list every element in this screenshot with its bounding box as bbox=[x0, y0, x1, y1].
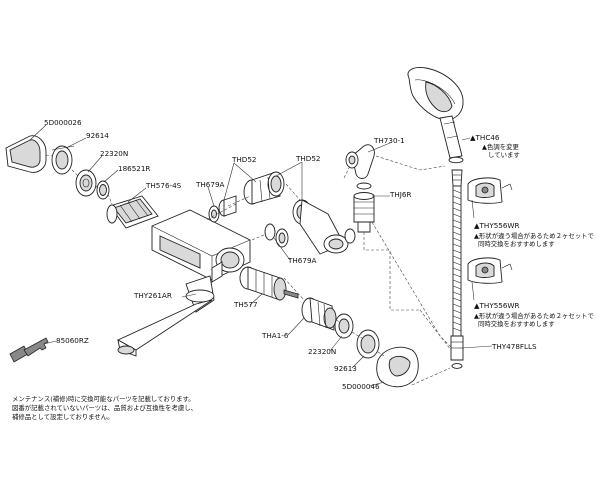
footer-note: メンテナンス(補修)時に交換可能なパーツを記載しております。 図番が記載されてい… bbox=[12, 394, 197, 421]
label-85060rz: 85060RZ bbox=[56, 336, 89, 345]
shower-head bbox=[407, 67, 464, 159]
key-85060rz bbox=[9, 337, 49, 363]
note-thc46-line2: しています bbox=[488, 151, 520, 159]
ring-92614 bbox=[51, 145, 75, 175]
washer-elbow bbox=[356, 182, 372, 190]
check-valve-thd52-left bbox=[218, 195, 237, 217]
nut-22320n-upper bbox=[75, 169, 97, 197]
cap-5d000026 bbox=[5, 135, 47, 173]
label-thy556wr-lower: ▲THY556WR bbox=[474, 301, 520, 310]
note-wr2-line2: 同時交換をおすすめします bbox=[478, 319, 555, 328]
mixing-valve-body bbox=[151, 209, 251, 283]
eccentric-leg-right bbox=[292, 199, 356, 255]
label-th576-4s: TH576-4S bbox=[145, 181, 182, 190]
hose-hanger-upper bbox=[467, 177, 513, 204]
label-5d000046: 5D000046 bbox=[342, 382, 380, 391]
spout-thy261ar bbox=[117, 275, 215, 357]
note-thc46-line1: ▲色調を変更 bbox=[482, 142, 519, 151]
label-thc46: ▲THC46 bbox=[470, 133, 500, 142]
washer-th679a-right bbox=[264, 223, 289, 248]
label-92614: 92614 bbox=[86, 131, 109, 140]
label-th577: TH577 bbox=[233, 300, 258, 309]
label-th679a-right: TH679A bbox=[287, 256, 317, 265]
shower-head-washer bbox=[448, 156, 464, 164]
washer-186521r bbox=[96, 180, 110, 200]
cartridge-th577 bbox=[239, 266, 299, 301]
ring-92613 bbox=[356, 329, 380, 359]
hose-hanger-lower bbox=[467, 257, 513, 284]
shower-hose bbox=[450, 169, 464, 369]
note-wr1-line1: ▲形状が違う場合があるため２ヶセットで bbox=[474, 231, 594, 240]
footer-note-line2: 図番が記載されていないパーツは、品質および互換性を考慮し、 bbox=[12, 403, 197, 412]
label-22320n-lower: 22320N bbox=[308, 347, 336, 356]
label-thd52-left: THD52 bbox=[231, 155, 256, 164]
label-22320n-upper: 22320N bbox=[100, 149, 128, 158]
footer-note-line3: 補修品として設定しておりません。 bbox=[12, 412, 113, 421]
label-tha1-6: THA1-6 bbox=[261, 331, 289, 340]
connector-thj6r bbox=[353, 192, 375, 233]
label-186521r: 186521R bbox=[118, 164, 150, 173]
label-thy261ar: THY261AR bbox=[133, 291, 172, 300]
label-th730-1: TH730-1 bbox=[373, 136, 405, 145]
union-fitting-left bbox=[243, 171, 285, 205]
nut-22320n-lower bbox=[334, 313, 354, 339]
footer-note-line1: メンテナンス(補修)時に交換可能なパーツを記載しております。 bbox=[12, 394, 195, 403]
assembly-guide-lines bbox=[45, 154, 453, 386]
part-notes: ▲色調を変更 しています ▲形状が違う場合があるため２ヶセットで 同時交換をおす… bbox=[474, 142, 594, 328]
label-5d000026: 5D000026 bbox=[44, 118, 82, 127]
label-thd52-right: THD52 bbox=[295, 154, 320, 163]
label-th679a-left: TH679A bbox=[195, 180, 225, 189]
leader-lines bbox=[29, 124, 493, 387]
stopper-tha1-6 bbox=[301, 297, 337, 331]
note-wr2-line1: ▲形状が違う場合があるため２ヶセットで bbox=[474, 311, 594, 320]
label-92613: 92613 bbox=[334, 364, 357, 373]
label-thy478flls: THY478FLLS bbox=[491, 342, 537, 351]
note-wr1-line2: 同時交換をおすすめします bbox=[478, 239, 555, 248]
label-thj6r: THJ6R bbox=[389, 190, 411, 199]
cartridge-th576-4s bbox=[106, 195, 159, 229]
elbow-th730-1 bbox=[345, 144, 375, 179]
part-labels: 5D000026 92614 22320N 186521R TH576-4S T… bbox=[44, 118, 537, 391]
handle-5d000046 bbox=[376, 346, 419, 388]
label-thy556wr-upper: ▲THY556WR bbox=[474, 221, 520, 230]
